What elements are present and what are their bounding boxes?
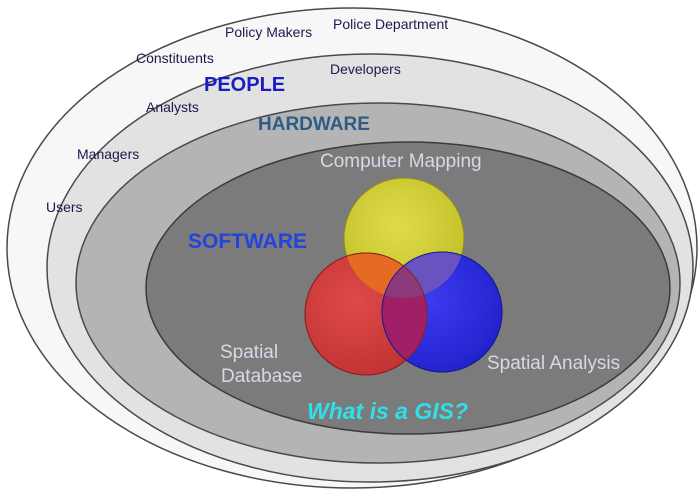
people-member-developers: Developers xyxy=(330,61,401,77)
spatial-analysis-label: Spatial Analysis xyxy=(487,353,620,374)
computer-mapping-label: Computer Mapping xyxy=(320,151,482,172)
software-title: SOFTWARE xyxy=(188,230,307,253)
spatial-analysis-outline xyxy=(381,251,503,373)
mapping-analysis-overlap xyxy=(382,252,464,298)
spatial-database-label-line1: Spatial xyxy=(220,342,278,363)
spatial-database-outline xyxy=(304,252,428,376)
mapping-database-overlap xyxy=(344,253,427,298)
people-member-police-department: Police Department xyxy=(333,16,448,32)
people-member-analysts: Analysts xyxy=(146,99,199,115)
headline: What is a GIS? xyxy=(307,398,468,424)
people-member-constituents: Constituents xyxy=(136,50,214,66)
people-member-users: Users xyxy=(46,199,83,215)
people-member-managers: Managers xyxy=(77,146,139,162)
people-title: PEOPLE xyxy=(204,74,285,96)
hardware-title: HARDWARE xyxy=(258,114,370,135)
spatial-database-label-line2: Database xyxy=(221,366,302,387)
people-member-policy-makers: Policy Makers xyxy=(225,24,312,40)
